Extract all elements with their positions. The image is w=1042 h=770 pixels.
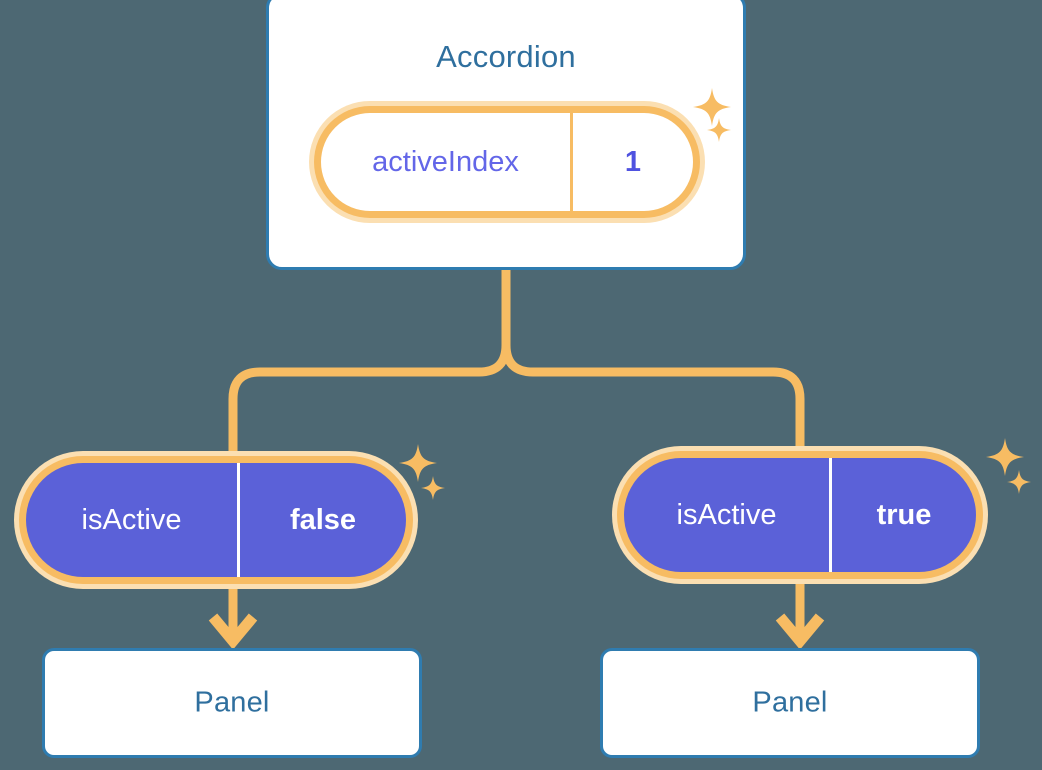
component-card-panel-right[interactable]: Panel xyxy=(600,648,980,758)
state-pill-key: isActive xyxy=(26,463,240,577)
state-pill-activeindex[interactable]: activeIndex 1 xyxy=(309,101,705,223)
state-pill-isactive-right[interactable]: isActive true xyxy=(612,446,988,584)
state-pill-body: isActive true xyxy=(624,458,976,572)
sparkle-icon xyxy=(693,88,731,126)
state-pill-value: 1 xyxy=(624,145,642,178)
state-pill-body: isActive false xyxy=(26,463,406,577)
state-pill-key: activeIndex xyxy=(321,113,573,211)
sparkle-icon xyxy=(986,438,1024,476)
state-pill-ring: activeIndex 1 xyxy=(314,106,700,218)
arrow-down-icon-left xyxy=(208,586,258,650)
state-pill-value: false xyxy=(289,503,357,536)
sparkle-icon xyxy=(707,118,731,142)
sparkle-icon xyxy=(421,476,445,500)
state-pill-isactive-left[interactable]: isActive false xyxy=(14,451,418,589)
state-pill-ring: isActive false xyxy=(19,456,413,584)
state-pill-key: isActive xyxy=(624,458,832,572)
state-pill-ring: isActive true xyxy=(617,451,983,579)
state-pill-body: activeIndex 1 xyxy=(321,113,693,211)
state-pill-value: true xyxy=(876,498,932,531)
component-card-panel-left[interactable]: Panel xyxy=(42,648,422,758)
component-title-panel: Panel xyxy=(194,686,270,719)
arrow-down-icon-right xyxy=(775,582,825,650)
component-title-accordion: Accordion xyxy=(436,39,576,74)
sparkle-icon xyxy=(399,444,437,482)
component-title-panel: Panel xyxy=(752,686,828,719)
sparkle-icon xyxy=(1007,470,1031,494)
